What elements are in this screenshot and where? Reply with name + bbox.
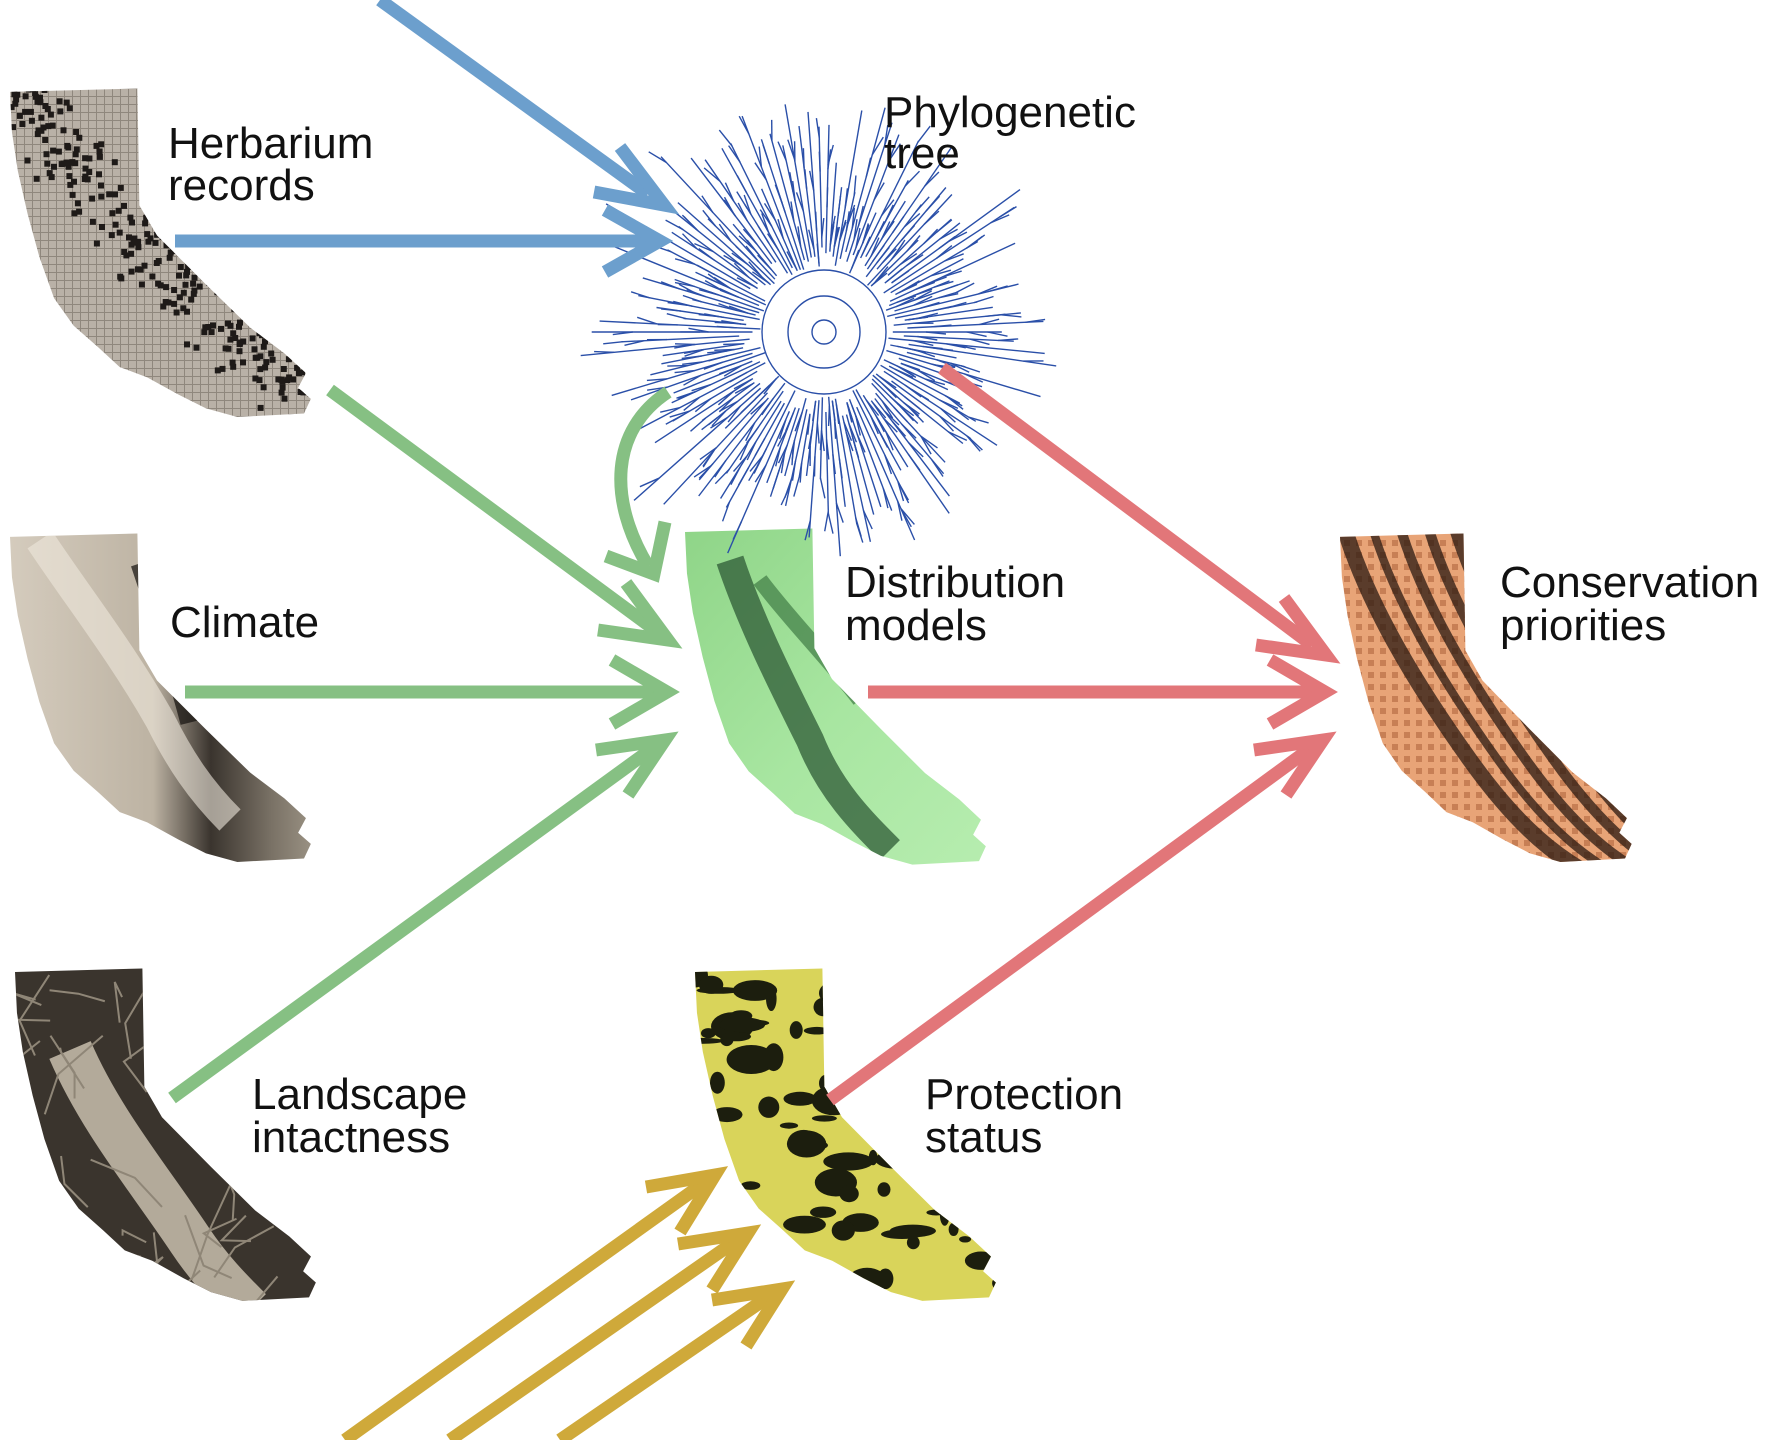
protection-label-line1: Protection	[925, 1070, 1123, 1119]
arrow-tree-to-conservation	[942, 368, 1326, 655]
arrow-herbarium-to-tree	[175, 210, 660, 272]
arrow-blue-from-top	[380, 0, 664, 205]
distribution-label-line1: Distribution	[845, 558, 1065, 607]
arrow-gold-3	[560, 1289, 782, 1440]
arrow-climate-to-distribution	[185, 660, 667, 724]
herbarium-label-line2: records	[168, 161, 315, 210]
conservation-label-line2: priorities	[1500, 601, 1666, 650]
climate-label: Climate	[170, 598, 319, 647]
landscape-label-line1: Landscape	[252, 1070, 467, 1119]
landscape-label-line2: intactness	[252, 1113, 450, 1162]
arrow-gold-1	[345, 1175, 715, 1440]
conservation-label-line1: Conservation	[1500, 558, 1759, 607]
protection-label-line2: status	[925, 1113, 1042, 1162]
radial-phylogeny-icon	[581, 104, 1056, 556]
climate-map	[0, 520, 340, 880]
arrow-distribution-to-conservation	[868, 660, 1325, 724]
distribution-label-line2: models	[845, 601, 987, 650]
arrow-herbarium-to-distribution	[330, 390, 668, 640]
phylogenetic-label-line2: tree	[884, 129, 960, 178]
